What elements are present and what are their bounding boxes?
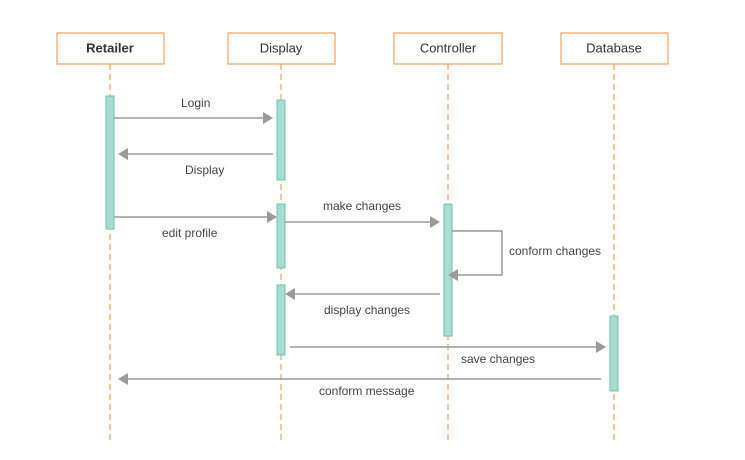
actor-box-controller xyxy=(393,32,503,65)
actor-display[interactable]: Display xyxy=(227,32,336,65)
arrow-head-icon xyxy=(263,112,273,124)
arrow-head-icon xyxy=(118,373,128,385)
message-display-changes[interactable]: display changes xyxy=(285,288,440,317)
activation-database xyxy=(609,315,619,392)
message-login[interactable]: Login xyxy=(114,96,273,124)
actor-box-retailer xyxy=(56,32,165,65)
message-line xyxy=(452,230,503,276)
actor-box-database xyxy=(560,32,669,65)
activation-display-1 xyxy=(276,99,286,181)
message-conform-changes[interactable]: conform changes xyxy=(448,230,601,281)
message-edit-profile[interactable]: edit profile xyxy=(114,211,277,240)
actor-label-retailer: Retailer xyxy=(86,40,134,55)
message-label-login: Login xyxy=(181,96,210,110)
message-label-edit-profile: edit profile xyxy=(162,226,218,240)
message-conform-message[interactable]: conform message xyxy=(118,373,601,398)
arrow-head-icon xyxy=(448,269,458,281)
message-label-display: Display xyxy=(185,163,224,177)
message-make-changes[interactable]: make changes xyxy=(285,199,440,228)
actor-box-display xyxy=(227,32,336,65)
message-label-display-changes: display changes xyxy=(324,303,410,317)
activation-controller xyxy=(443,203,453,337)
arrow-head-icon xyxy=(596,341,606,353)
arrow-head-icon xyxy=(430,216,440,228)
actor-label-controller: Controller xyxy=(420,40,477,55)
activation-display-2 xyxy=(276,203,286,269)
message-label-conform-changes: conform changes xyxy=(509,244,601,258)
actor-controller[interactable]: Controller xyxy=(393,32,503,65)
activation-display-3 xyxy=(276,284,286,356)
actor-database[interactable]: Database xyxy=(560,32,669,65)
arrow-head-icon xyxy=(267,211,277,223)
actor-label-display: Display xyxy=(260,40,303,55)
actor-retailer[interactable]: Retailer xyxy=(56,32,165,65)
arrow-head-icon xyxy=(118,148,128,160)
message-display[interactable]: Display xyxy=(118,148,273,177)
message-save-changes[interactable]: save changes xyxy=(290,341,606,366)
arrow-head-icon xyxy=(285,288,295,300)
activation-retailer xyxy=(105,95,115,230)
message-label-save-changes: save changes xyxy=(461,352,535,366)
message-label-make-changes: make changes xyxy=(323,199,401,213)
actor-label-database: Database xyxy=(586,40,642,55)
message-label-conform-message: conform message xyxy=(319,384,415,398)
